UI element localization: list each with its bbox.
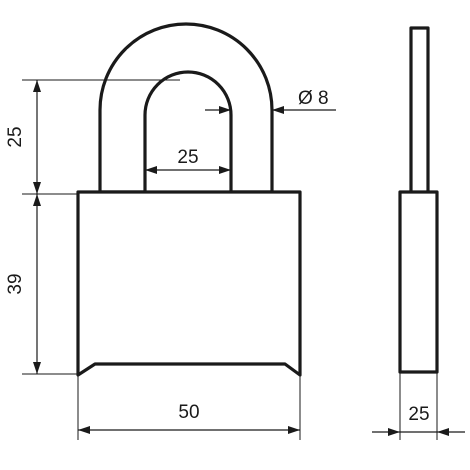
shackle-side	[409, 26, 430, 196]
shackle-diameter-dimension: Ø 8	[205, 88, 336, 114]
shackle-height-label: 25	[5, 126, 26, 147]
lock-body-front	[76, 190, 302, 377]
shackle-front	[98, 22, 274, 194]
body-height-dimension: 39	[5, 194, 78, 375]
shackle-height-dimension: 25	[5, 79, 180, 195]
shackle-inner-width-label: 25	[177, 147, 198, 168]
shackle-inner-width-dimension: 25	[145, 147, 231, 174]
side-thickness-label: 25	[408, 404, 429, 425]
body-width-dimension: 50	[77, 375, 301, 440]
body-height-label: 39	[5, 273, 26, 294]
side-thickness-dimension: 25	[372, 372, 465, 440]
shackle-diameter-label: Ø 8	[298, 88, 329, 109]
lock-body-side	[398, 190, 439, 374]
body-width-label: 50	[178, 402, 199, 423]
